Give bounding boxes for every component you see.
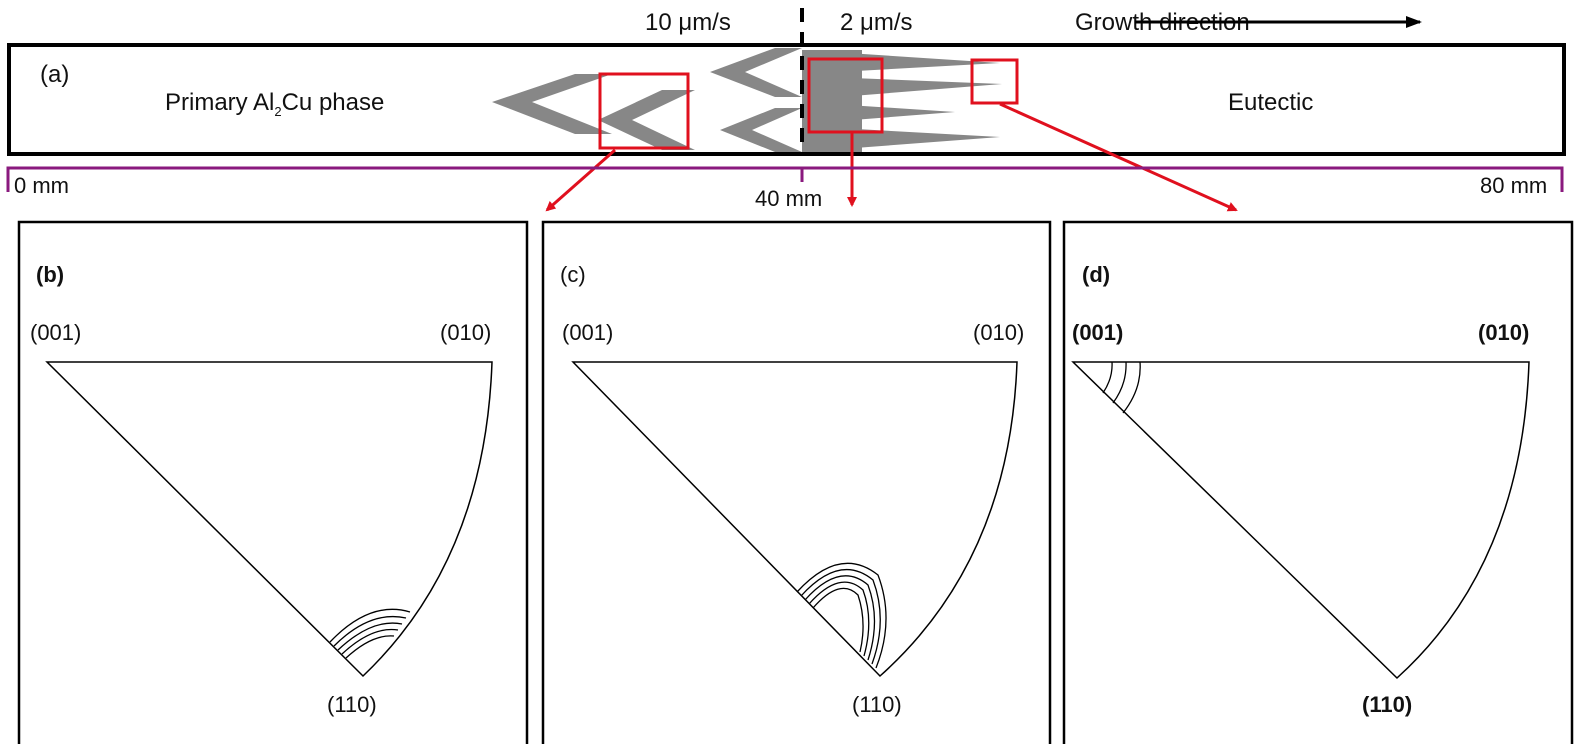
pole-110-label: (110) xyxy=(327,692,377,717)
stereographic-triangle xyxy=(571,361,1018,678)
panel-a: 10 μm/s 2 μm/s Growth direction (a) Prim… xyxy=(6,8,1566,212)
scale-80mm: 80 mm xyxy=(1480,173,1547,198)
pole-001-label: (001) xyxy=(1072,320,1123,345)
scale-0mm: 0 mm xyxy=(14,173,69,198)
dendrite-shape xyxy=(710,48,802,97)
speed-2-label: 2 μm/s xyxy=(840,9,913,36)
length-scale xyxy=(6,166,1564,192)
stereographic-triangle xyxy=(45,361,493,678)
panel-a-label: (a) xyxy=(40,61,69,88)
pole-001-label: (001) xyxy=(562,320,613,345)
arrow-to-d-icon xyxy=(999,102,1238,212)
highlight-box-c xyxy=(807,57,884,134)
pole-figure-d: (d) (001) (010) (110) xyxy=(1062,220,1574,744)
intensity-contours xyxy=(796,562,887,669)
highlight-box-d xyxy=(970,58,1019,105)
dendrite-shape xyxy=(720,108,802,152)
panel-d-label: (d) xyxy=(1082,262,1110,287)
arrow-to-b-icon xyxy=(545,148,616,212)
sample-bar xyxy=(7,43,1566,156)
pole-001-label: (001) xyxy=(30,320,81,345)
intensity-contours xyxy=(329,608,411,659)
pole-110-label: (110) xyxy=(852,692,902,717)
highlight-boxes xyxy=(598,57,1019,150)
pole-010-label: (010) xyxy=(440,320,491,345)
primary-phase-label: Primary Al2Cu phase xyxy=(165,89,384,119)
pole-110-label: (110) xyxy=(1362,692,1412,717)
dendrite-shape xyxy=(598,90,695,150)
pole-010-label: (010) xyxy=(1478,320,1529,345)
stereographic-triangle xyxy=(1071,361,1530,680)
intensity-contours xyxy=(1102,361,1141,414)
speed-10-label: 10 μm/s xyxy=(645,9,731,36)
pole-figure-c: (c) (001) (010) (110) xyxy=(541,220,1052,744)
eutectic-label: Eutectic xyxy=(1228,89,1313,116)
dendrite-shape xyxy=(492,74,612,134)
pole-010-label: (010) xyxy=(973,320,1024,345)
highlight-box-b xyxy=(598,72,690,150)
pole-figure-b: (b) (001) (010) (110) xyxy=(17,220,529,744)
panel-c-label: (c) xyxy=(560,262,586,287)
scale-40mm: 40 mm xyxy=(755,186,822,211)
panel-b-label: (b) xyxy=(36,262,64,287)
